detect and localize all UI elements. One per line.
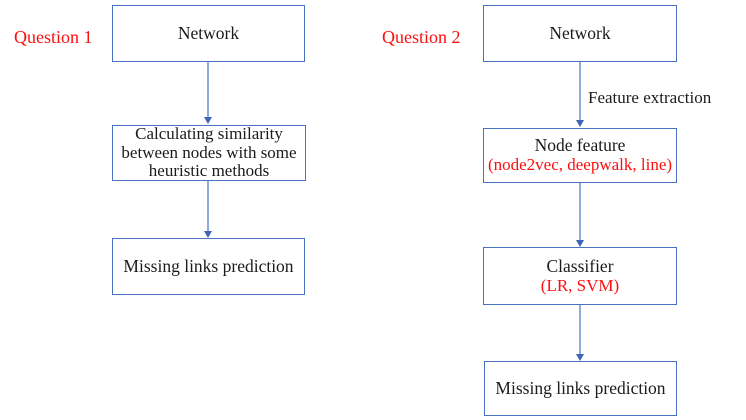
right-network-text: Network bbox=[549, 23, 611, 44]
question-2-label: Question 2 bbox=[382, 27, 461, 47]
node-feature-methods: (node2vec, deepwalk, line) bbox=[487, 155, 673, 175]
left-similarity-box: Calculating similarity between nodes wit… bbox=[112, 125, 306, 181]
right-missing-links-text: Missing links prediction bbox=[495, 378, 666, 399]
question-1-label: Question 1 bbox=[14, 27, 93, 47]
node-feature-title: Node feature bbox=[534, 135, 626, 156]
left-network-box: Network bbox=[112, 5, 305, 62]
left-missing-links-box: Missing links prediction bbox=[112, 238, 305, 295]
left-missing-links-text: Missing links prediction bbox=[123, 256, 294, 277]
left-network-text: Network bbox=[177, 23, 240, 44]
feature-extraction-label: Feature extraction bbox=[588, 88, 712, 107]
right-missing-links-box: Missing links prediction bbox=[484, 361, 677, 416]
left-similarity-text: Calculating similarity between nodes wit… bbox=[121, 124, 297, 181]
right-classifier-box: Classifier (LR, SVM) bbox=[483, 247, 677, 305]
right-network-box: Network bbox=[483, 5, 677, 62]
classifier-title: Classifier bbox=[546, 255, 614, 276]
classifier-methods: (LR, SVM) bbox=[540, 275, 620, 295]
right-node-feature-box: Node feature (node2vec, deepwalk, line) bbox=[483, 128, 677, 183]
